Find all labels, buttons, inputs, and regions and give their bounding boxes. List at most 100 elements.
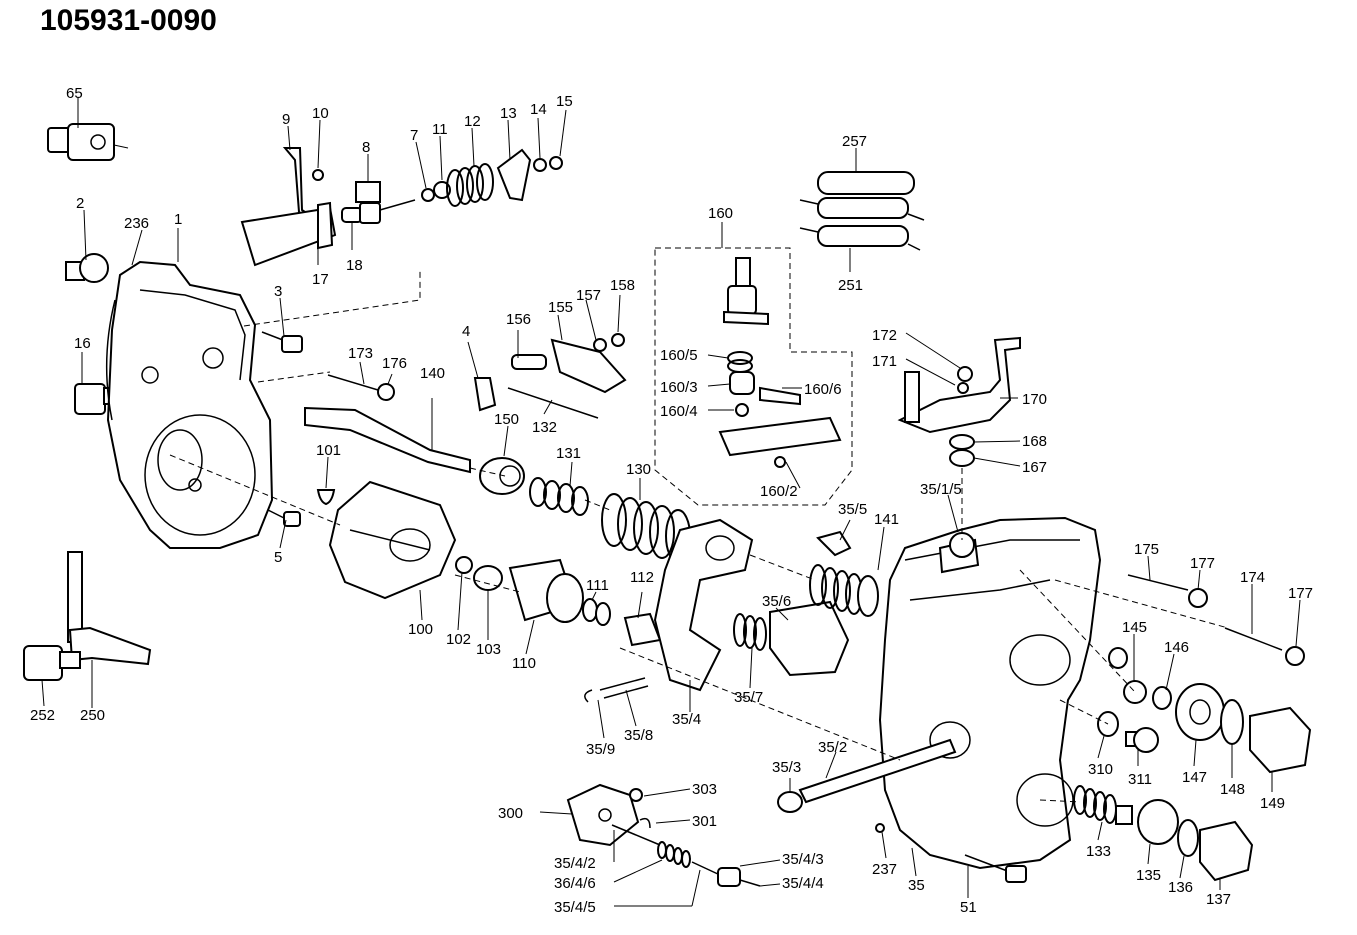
label-2: 2 [76,195,84,212]
label-150: 150 [494,411,519,428]
part-131-spring [529,477,589,516]
part-51-screw [964,854,1027,883]
part-252-bolt [23,645,81,681]
part-35-4-2-rod [611,824,661,846]
label-173: 173 [348,345,373,362]
label-170: 170 [1022,391,1047,408]
label-155: 155 [548,299,573,316]
leader-lines [41,98,1301,907]
label-176: 176 [382,355,407,372]
part-12-spring [446,163,494,207]
label-130: 130 [626,461,651,478]
label-157: 157 [576,287,601,304]
part-35-7-spring [733,613,767,651]
dashed-axis-lines [169,270,1229,803]
label-251: 251 [838,277,863,294]
label-10: 10 [312,105,329,122]
part-147-nut [1175,683,1225,741]
part-15-nut [549,156,563,170]
part-176-nut [377,383,395,401]
part-65-fitting [47,123,129,161]
label-65: 65 [66,85,83,102]
label-132: 132 [532,419,557,436]
label-35-4-2: 35/4/2 [554,855,596,872]
part-140-shaft [304,406,471,474]
part-251-springs [799,197,925,251]
label-12: 12 [464,113,481,130]
label-4: 4 [462,323,470,340]
part-8-bracket [355,181,381,203]
label-133: 133 [1086,843,1111,860]
label-14: 14 [530,101,547,118]
part-35-3-cap [777,791,803,813]
part-10-washer [312,169,324,181]
label-250: 250 [80,707,105,724]
label-35-3: 35/3 [772,759,801,776]
label-175: 175 [1134,541,1159,558]
label-300: 300 [498,805,523,822]
part-171-washer [957,382,969,394]
label-35-4-4: 35/4/4 [782,875,824,892]
label-35: 35 [908,877,925,894]
label-13: 13 [500,105,517,122]
label-171: 171 [872,353,897,370]
label-100: 100 [408,621,433,638]
part-177-nut-b [1285,646,1305,666]
label-160-6: 160/6 [804,381,842,398]
label-103: 103 [476,641,501,658]
label-11: 11 [432,121,448,138]
part-35-4-3-sleeve [717,867,741,887]
part-145-nut [1123,680,1147,704]
part-2-plug [65,253,109,283]
label-311: 311 [1128,771,1152,788]
label-35-5: 35/5 [838,501,867,518]
part-133-screw [1073,785,1133,825]
label-160: 160 [708,205,733,222]
label-146: 146 [1164,639,1189,656]
part-146-washer [1152,686,1172,710]
label-160-2: 160/2 [760,483,798,500]
label-136: 136 [1168,879,1193,896]
part-300-body [566,783,640,847]
part-177-nut-a [1188,588,1208,608]
label-35-6: 35/6 [762,593,791,610]
label-35-4-3: 35/4/3 [782,851,824,868]
label-111: 111 [586,577,609,594]
part-150-washer [479,457,525,495]
part-7-ring [421,188,435,202]
part-257-sleeve [817,171,915,195]
part-9-lever [240,147,337,267]
label-35-8: 35/8 [624,727,653,744]
label-35-2: 35/2 [818,739,847,756]
part-174-stud [1224,627,1283,651]
label-35-4-5: 35/4/5 [554,899,596,916]
label-160-4: 160/4 [660,403,698,420]
label-236: 236 [124,215,149,232]
part-132-rod [507,387,599,419]
callout-labels: 65 9 10 8 7 11 12 13 14 15 257 160 2 236… [30,85,1313,916]
part-111-shim-b [595,602,611,626]
label-110: 110 [512,655,536,672]
part-111-shim [582,598,598,622]
label-35-1-5: 35/1/5 [920,481,962,498]
part-35-2-rod [798,738,957,804]
part-303-ring [629,788,643,802]
diagram-title: 105931-0090 [40,4,217,37]
part-155-plate [511,338,627,394]
part-311-plug [1125,727,1159,753]
part-157-nut [593,338,607,352]
part-35-6-bracket [769,600,850,677]
label-135: 135 [1136,867,1161,884]
label-35-9: 35/9 [586,741,615,758]
label-168: 168 [1022,433,1047,450]
label-35-7: 35/7 [734,689,763,706]
label-102: 102 [446,631,471,648]
label-177-a: 177 [1190,555,1215,572]
part-35-8-pin [599,677,649,699]
label-149: 149 [1260,795,1285,812]
part-14-washer [533,158,547,172]
part-36-4-6-spring [657,841,691,868]
part-4-clip [473,377,497,412]
part-145-washer [1108,647,1128,669]
